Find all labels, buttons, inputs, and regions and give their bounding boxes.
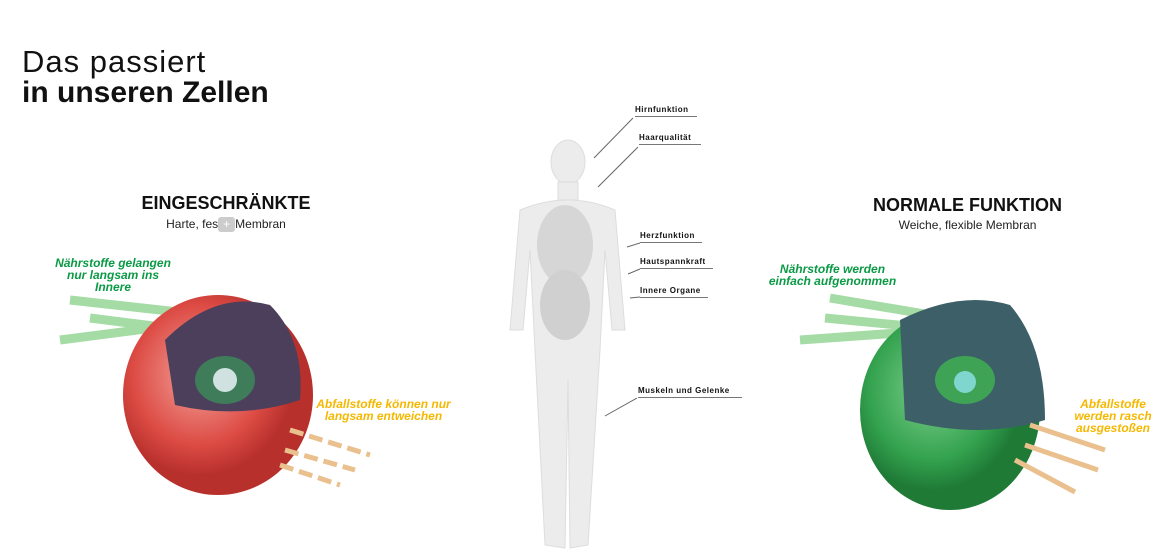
body-label-skin: Hautspannkraft <box>640 257 713 269</box>
left-nutrient-text: Nährstoffe gelangen nur langsam ins Inne… <box>55 256 171 294</box>
right-nutrient-text: Nährstoffe werden einfach aufgenommen <box>768 262 897 288</box>
left-subtitle-end: Membran <box>235 217 286 231</box>
left-heading: EINGESCHRÄNKTE <box>141 193 311 213</box>
add-icon[interactable]: + <box>218 217 236 233</box>
normal-cell <box>799 293 1106 510</box>
human-body <box>509 139 626 549</box>
left-waste-text: Abfallstoffe können nur langsam entweich… <box>316 397 451 423</box>
left-subtitle-start: Harte, fes <box>166 217 219 231</box>
restricted-cell <box>59 295 371 495</box>
title-line-2: in unseren Zellen <box>22 76 269 109</box>
right-waste-text: Abfallstoffe werden rasch ausgestoßen <box>1074 397 1152 435</box>
right-heading: NORMALE FUNKTION <box>873 195 1062 215</box>
body-label-organs: Innere Organe <box>640 286 708 298</box>
body-label-heart: Herzfunktion <box>640 231 702 243</box>
title-line-1: Das passiert <box>22 44 207 79</box>
right-subtitle: Weiche, flexible Membran <box>898 218 1037 232</box>
body-label-hair: Haarqualität <box>639 133 701 145</box>
label-leader-lines <box>593 117 641 417</box>
body-label-muscles: Muskeln und Gelenke <box>638 386 742 398</box>
body-label-brain: Hirnfunktion <box>635 105 697 117</box>
left-subtitle: Harte, fes+Membran <box>126 217 326 233</box>
